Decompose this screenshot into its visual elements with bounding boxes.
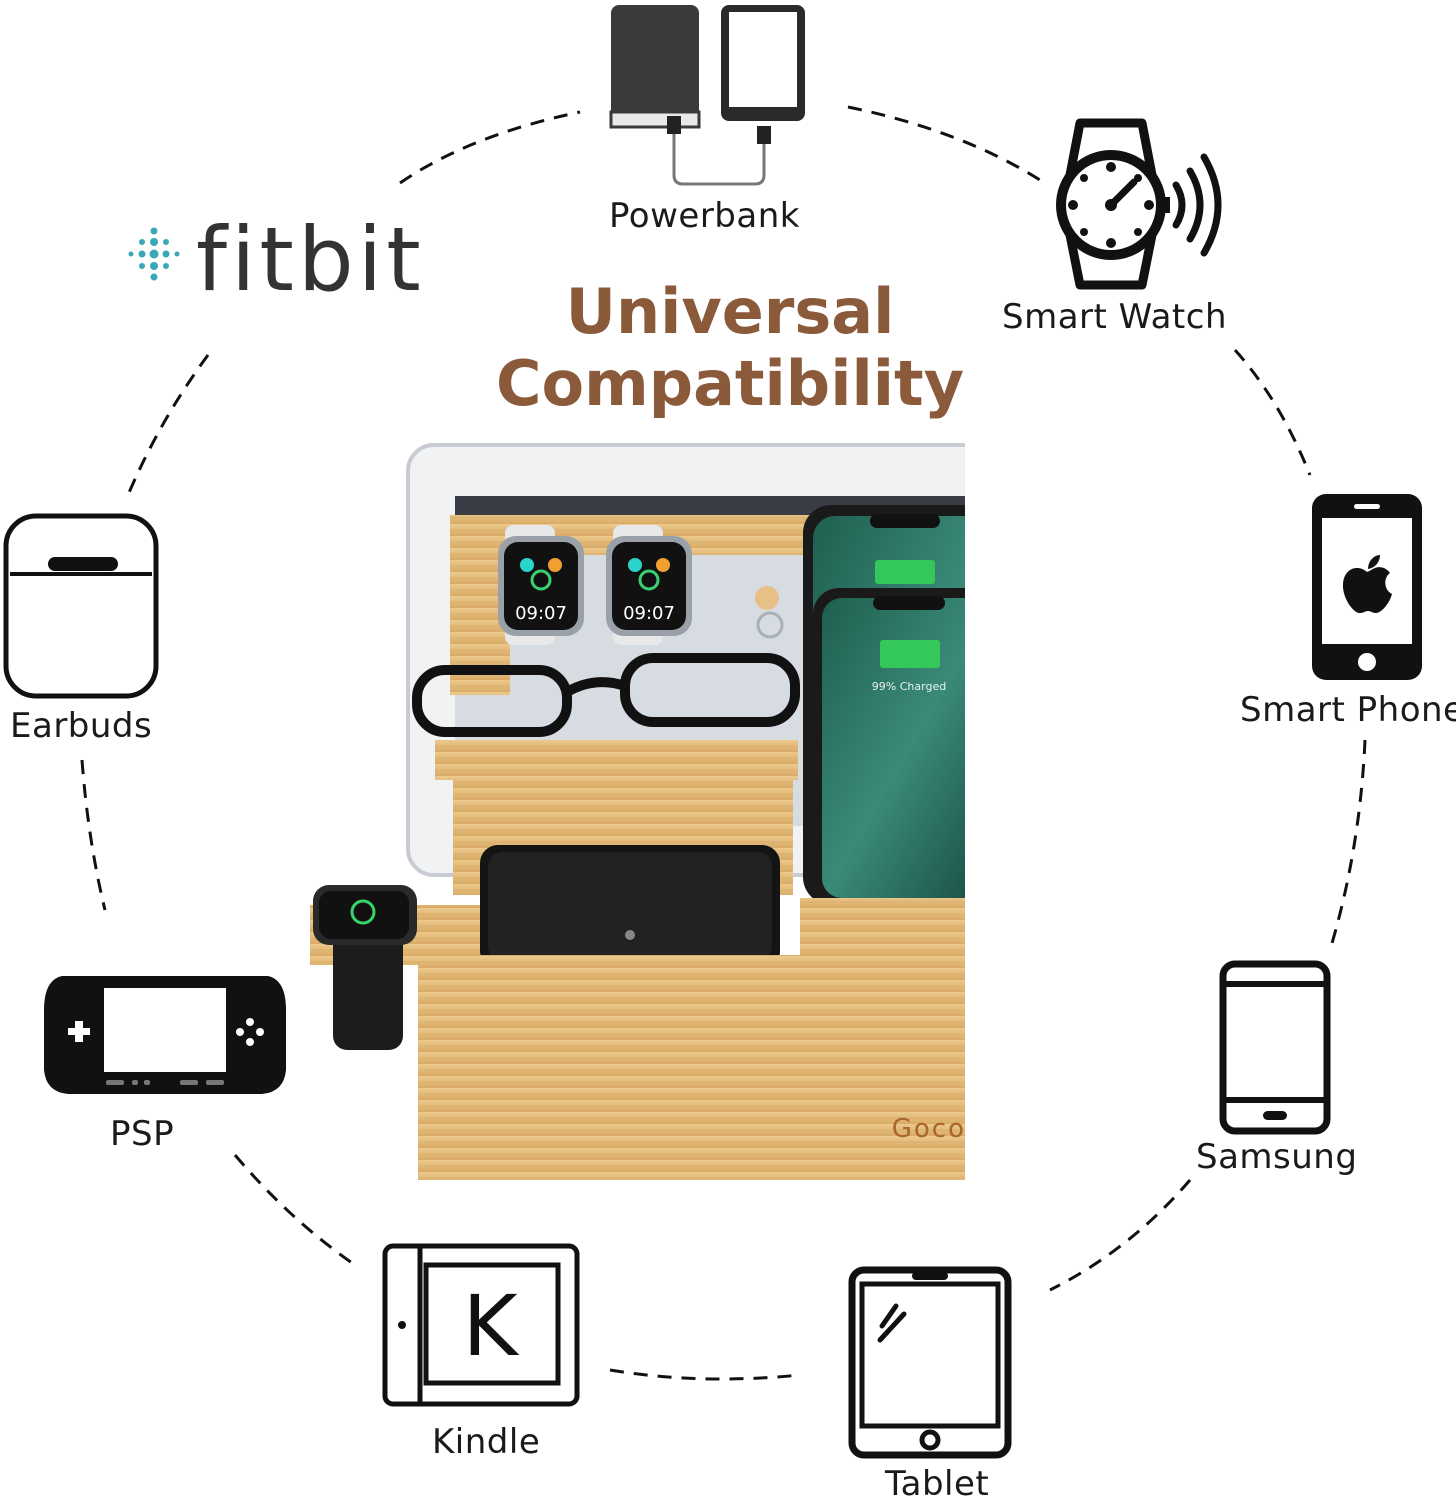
product-photo: 09:07 09:07 99% Charged — [310, 443, 965, 1180]
psp-label: PSP — [110, 1114, 175, 1154]
apple-watch-charger — [313, 885, 417, 1050]
kindle-label: Kindle — [432, 1422, 541, 1462]
powerbank-icon — [609, 5, 805, 186]
wallet — [480, 845, 780, 970]
tablet-icon — [848, 1266, 1012, 1459]
eyeglasses — [412, 653, 800, 737]
smart-watch-icon — [1056, 118, 1222, 290]
samsung-label: Samsung — [1196, 1137, 1358, 1177]
smart-phone-label: Smart Phone — [1240, 690, 1456, 730]
apple-phone-icon — [1312, 494, 1422, 680]
watch-2-time: 09:07 — [623, 603, 675, 624]
samsung-phone-icon — [1219, 960, 1331, 1135]
watch-1-time: 09:07 — [515, 603, 567, 624]
powerbank-label: Powerbank — [609, 196, 800, 236]
headline-line-1: Universal — [565, 275, 895, 348]
headline-line-2: Compatibility — [496, 347, 964, 420]
apple-watch-1: 09:07 — [498, 525, 584, 645]
fitbit-logo-text: fitbit — [196, 208, 425, 311]
smart-watch-label: Smart Watch — [1002, 297, 1228, 337]
kindle-icon: K — [382, 1243, 580, 1407]
fitbit-dots-icon — [128, 227, 180, 281]
brand-engraving: Gocokia — [892, 1114, 965, 1144]
iphone-front: 99% Charged — [813, 588, 965, 904]
svg-text:K: K — [462, 1277, 519, 1375]
bamboo-base — [418, 955, 965, 1180]
tablet-label: Tablet — [885, 1464, 990, 1504]
phone-charge-status: 99% Charged — [872, 680, 946, 693]
psp-icon — [44, 976, 286, 1094]
apple-watch-2: 09:07 — [606, 525, 692, 645]
earbuds-case-icon — [3, 513, 159, 699]
earbuds-label: Earbuds — [10, 706, 153, 746]
